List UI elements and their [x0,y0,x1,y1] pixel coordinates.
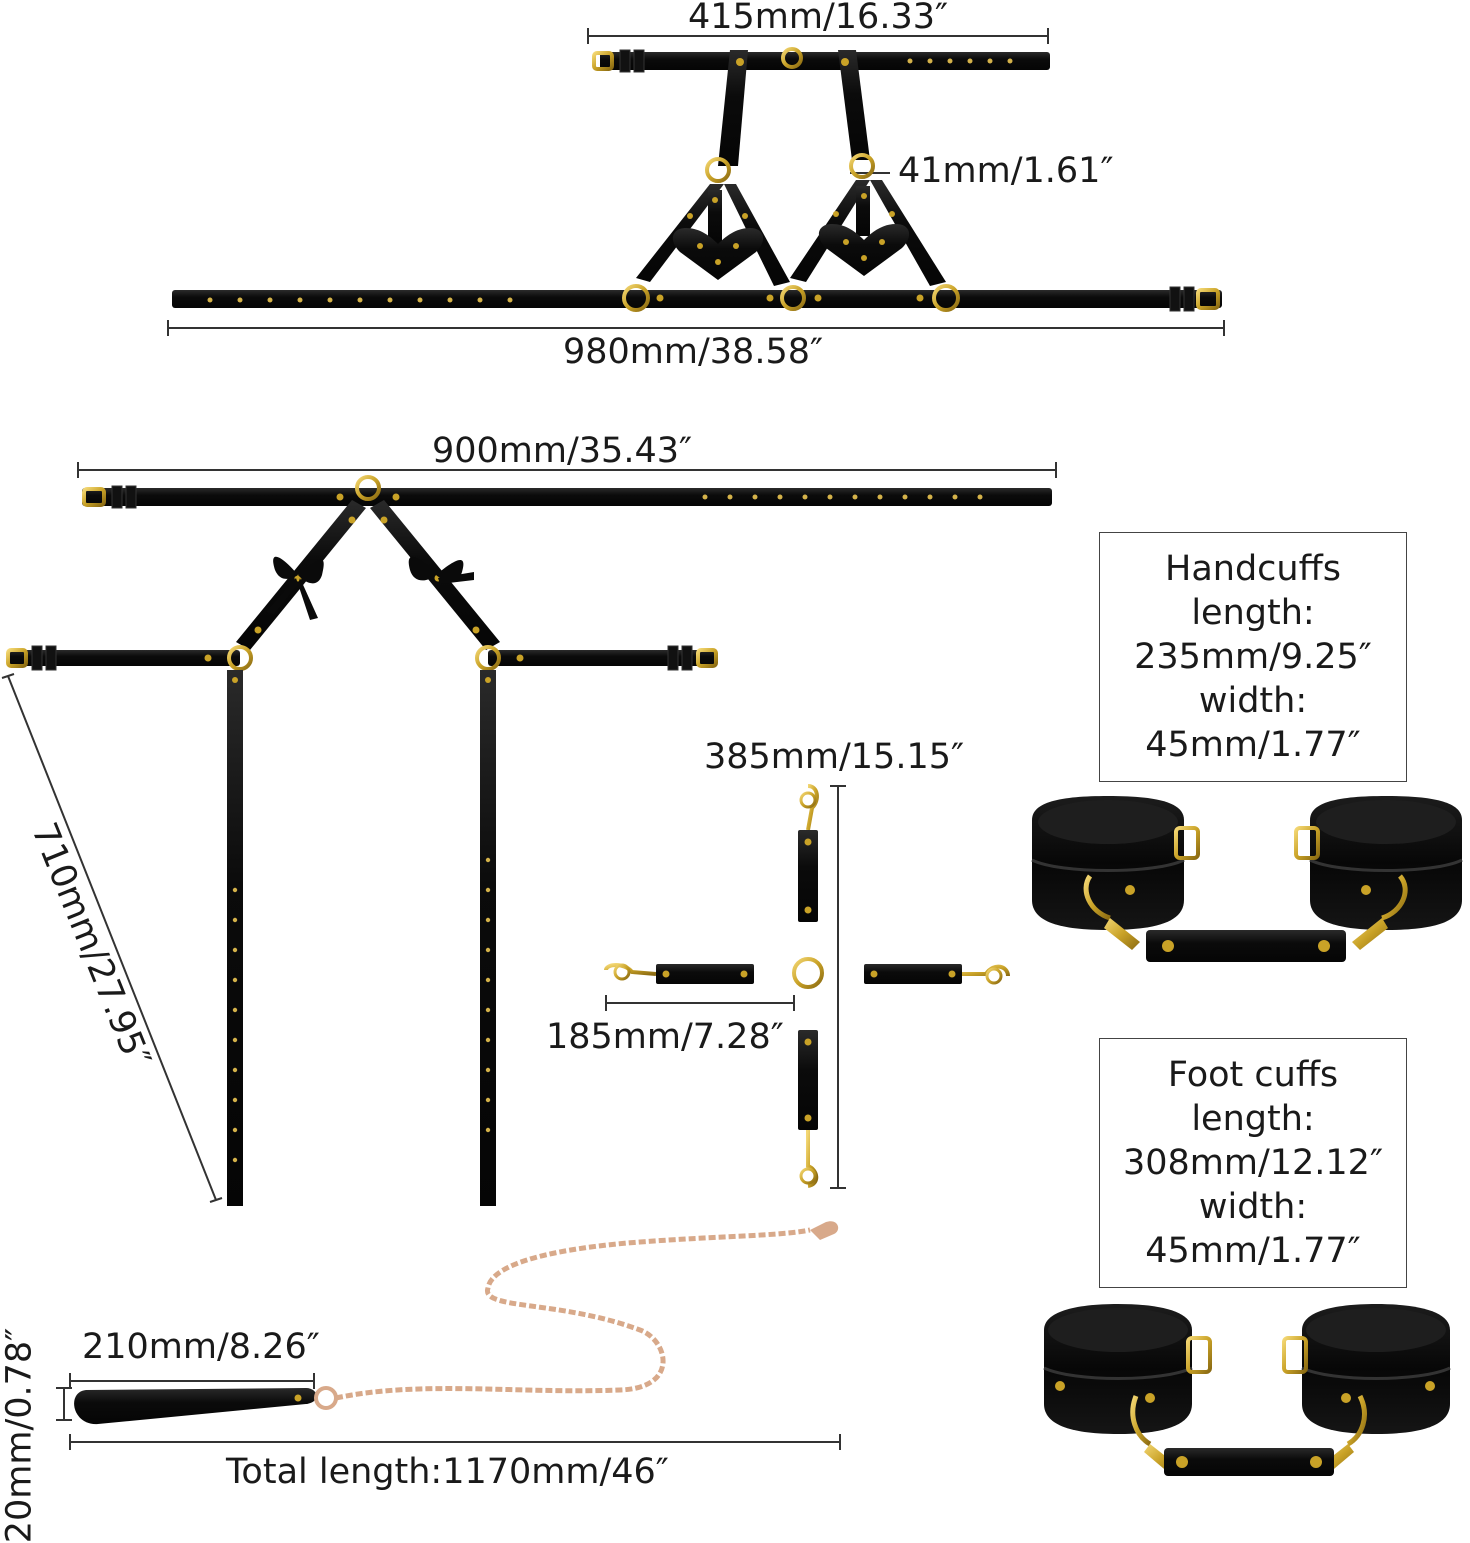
bra-left-heart [672,228,764,280]
handcuffs-title: Handcuffs [1165,549,1341,589]
cross-arm-dimension-line [605,995,795,1011]
left-garter-tail [227,670,243,1206]
bra-top-dimension-line [587,28,1049,44]
leash-handle-width-label: 20mm/0.78″ [0,1327,40,1543]
footcuffs-spec-box: Foot cuffs length: 308mm/12.12″ width: 4… [1099,1038,1407,1288]
bra-right-shoulder-strap [838,50,870,160]
cross-arm-label: 185mm/7.28″ [546,1017,784,1057]
leash-handle-dimension-line [69,1373,315,1389]
leash [56,1221,841,1450]
bra-right-heart [818,224,910,276]
bra-top-strap [600,52,1050,70]
bra-bottom-width-label: 980mm/38.58″ [563,332,824,372]
bra-top-width-label: 415mm/16.33″ [688,0,949,37]
right-garter-tail [480,670,496,1206]
bra-left-shoulder-strap [718,50,748,166]
handcuffs-spec-box: Handcuffs length: 235mm/9.25″ width: 45m… [1099,532,1407,782]
footcuffs-illustration [1043,1304,1451,1476]
product-diagram [1,28,1463,1476]
cross-height-dimension-line [830,785,846,1189]
bra-harness [167,28,1225,336]
handcuffs-illustration [1031,796,1463,962]
bra-bottom-buckle [1196,288,1220,310]
leash-handle-length-label: 210mm/8.26″ [82,1327,320,1367]
footcuffs-length-value: 308mm/12.12″ [1122,1143,1384,1183]
leash-total-length-label: Total length:1170mm/46″ [226,1452,669,1492]
bra-left-cup [636,157,790,286]
footcuffs-width-value: 45mm/1.77″ [1145,1231,1361,1271]
cross-height-label: 385mm/15.15″ [704,737,965,777]
garter-belt [1,462,1057,1206]
footcuffs-length-label: length: [1191,1099,1315,1139]
handcuffs-length-label: length: [1191,593,1315,633]
handcuffs-width-value: 45mm/1.77″ [1145,725,1361,765]
garter-dimension-line [1,673,223,1203]
belt-waist-strap [82,488,1052,506]
left-bow [266,556,324,620]
belt-dimension-line [77,462,1057,478]
bra-top-buckle [592,51,614,71]
belt-width-label: 900mm/35.43″ [432,431,693,471]
bra-bottom-dimension-line [167,320,1225,336]
footcuffs-width-label: width: [1198,1187,1308,1227]
leash-handle [74,1388,317,1425]
leash-chain [335,1227,811,1401]
footcuffs-title: Foot cuffs [1167,1055,1339,1095]
right-bow [408,556,474,584]
cross-restraint [604,784,1010,1189]
bra-right-cup [790,153,946,286]
bra-ring-label: 41mm/1.61″ [898,151,1114,191]
leash-total-dimension-line [69,1434,841,1450]
bra-top-dring [781,47,803,69]
handcuffs-length-value: 235mm/9.25″ [1134,637,1372,677]
handcuffs-width-label: width: [1198,681,1308,721]
leash-width-dimension-line [56,1387,72,1421]
